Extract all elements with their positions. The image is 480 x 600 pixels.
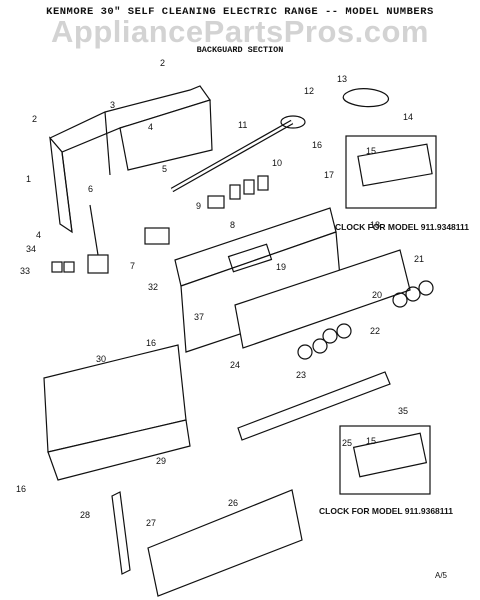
callout-33: 33 xyxy=(20,266,30,276)
clock-caption-2: CLOCK FOR MODEL 911.9368111 xyxy=(319,506,454,516)
callout-12: 12 xyxy=(304,86,314,96)
callout-10: 10 xyxy=(272,158,282,168)
callout-11: 11 xyxy=(238,120,247,130)
callout-15: 15 xyxy=(366,146,376,156)
callout-13: 13 xyxy=(337,74,347,84)
callout-32: 32 xyxy=(148,282,158,292)
callout-37: 37 xyxy=(194,312,204,322)
callout-labels: 1 2 2 3 4 4 5 6 7 8 9 10 11 12 13 14 15 … xyxy=(16,58,424,528)
callout-3: 3 xyxy=(110,100,115,110)
callout-18: 18 xyxy=(370,220,380,230)
clock-insets xyxy=(339,135,437,495)
callout-20: 20 xyxy=(372,290,382,300)
callout-8: 8 xyxy=(230,220,235,230)
heating-element xyxy=(170,115,306,193)
callout-24: 24 xyxy=(230,360,240,370)
callout-23: 23 xyxy=(296,370,306,380)
backguard-cover xyxy=(49,85,213,234)
callout-2b: 2 xyxy=(160,58,165,68)
trim-strip xyxy=(237,371,391,441)
callout-7: 7 xyxy=(130,261,135,271)
page-mark: A/5 xyxy=(435,571,448,580)
wire-harness xyxy=(342,88,389,108)
callout-27: 27 xyxy=(146,518,156,528)
callout-25: 25 xyxy=(342,438,352,448)
control-panel xyxy=(174,207,343,353)
callout-2: 2 xyxy=(32,114,37,124)
callout-4: 4 xyxy=(148,122,153,132)
callout-9: 9 xyxy=(196,201,201,211)
switch-group xyxy=(207,175,269,209)
callout-4b: 4 xyxy=(36,230,41,240)
callout-28: 28 xyxy=(80,510,90,520)
callout-26: 26 xyxy=(228,498,238,508)
callout-14: 14 xyxy=(403,112,413,122)
callout-15b: 15 xyxy=(366,436,376,446)
callout-34: 34 xyxy=(26,244,36,254)
watermark: AppliancePartsPros.com xyxy=(51,14,429,49)
callout-5: 5 xyxy=(162,164,167,174)
callout-6: 6 xyxy=(88,184,93,194)
back-panel xyxy=(43,344,191,481)
callout-30: 30 xyxy=(96,354,106,364)
callout-1: 1 xyxy=(26,174,31,184)
left-components xyxy=(51,204,170,274)
section-title: BACKGUARD SECTION xyxy=(196,45,284,55)
diagram-title: KENMORE 30" SELF CLEANING ELECTRIC RANGE… xyxy=(46,6,434,18)
callout-16b: 16 xyxy=(146,338,156,348)
callout-29: 29 xyxy=(156,456,166,466)
clock-caption-1: CLOCK FOR MODEL 911.9348111 xyxy=(335,222,470,232)
knobs xyxy=(297,280,434,360)
callout-35: 35 xyxy=(398,406,408,416)
callout-16c: 16 xyxy=(16,484,26,494)
bottom-panel xyxy=(111,489,303,597)
callout-17: 17 xyxy=(324,170,334,180)
callout-16: 16 xyxy=(312,140,322,150)
lower-panel xyxy=(234,249,411,349)
callout-22: 22 xyxy=(370,326,380,336)
callout-21: 21 xyxy=(414,254,424,264)
callout-19: 19 xyxy=(276,262,286,272)
